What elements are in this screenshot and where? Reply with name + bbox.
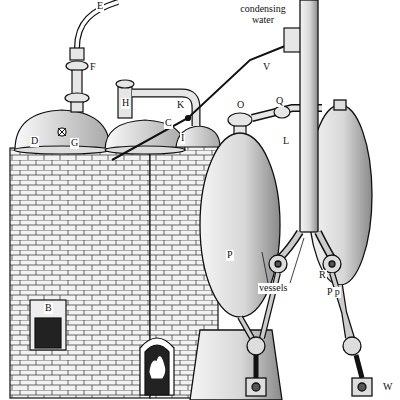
callout-letter: B	[44, 303, 53, 314]
callout-letter: W	[382, 382, 393, 393]
callout-letter: P	[226, 250, 234, 261]
callout-letter: V	[262, 62, 271, 73]
callout-letter: H	[121, 98, 130, 109]
callout-letter: E	[96, 1, 104, 12]
callout-letter: C	[164, 118, 173, 129]
part-label: condensing water	[236, 4, 290, 25]
callout-letter: K	[176, 100, 185, 111]
callout-letter: P p	[326, 287, 341, 298]
part-label: vessels	[258, 283, 288, 294]
callout-letter: D	[30, 136, 39, 147]
callout-letter: I	[180, 133, 185, 144]
vessels	[190, 0, 372, 400]
callout-letter: L	[282, 136, 290, 147]
leader-lines	[262, 238, 304, 283]
callout-letter: Q	[275, 96, 284, 107]
callout-letter: R	[318, 270, 327, 281]
valves-and-pipes	[65, 2, 322, 160]
furnace	[10, 110, 220, 398]
callout-letter: O	[236, 100, 245, 111]
callout-letter: G	[70, 138, 79, 149]
callout-letter: F	[89, 62, 97, 73]
